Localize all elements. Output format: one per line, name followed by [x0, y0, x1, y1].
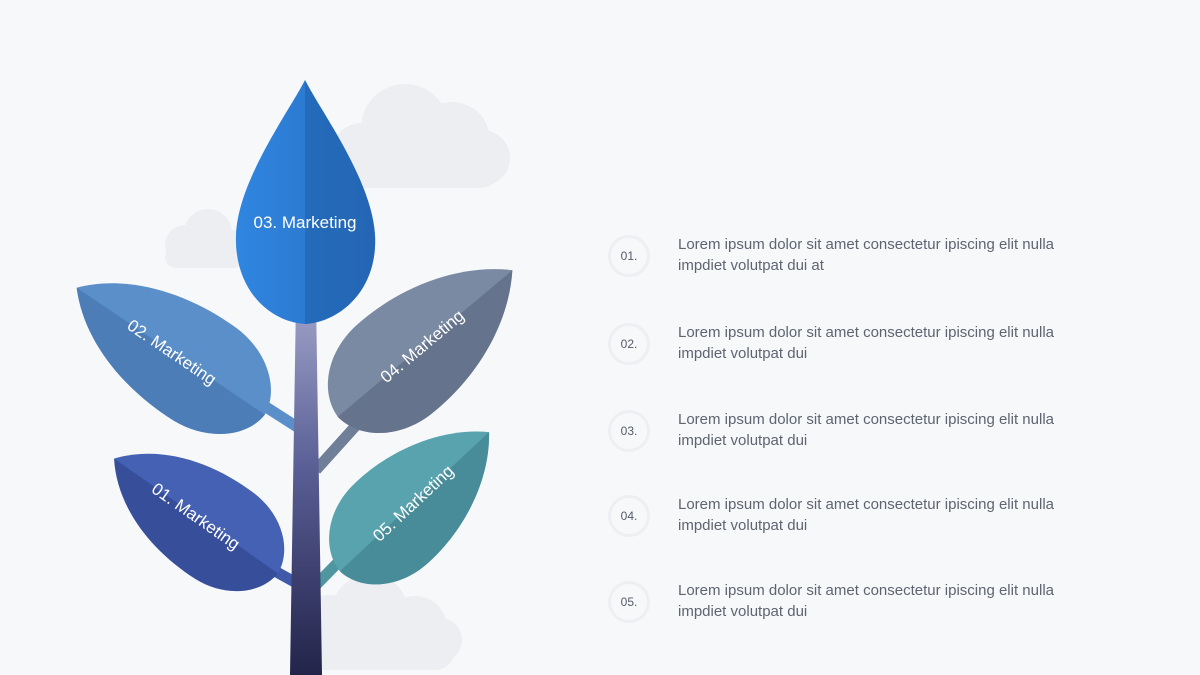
item-number-badge: 01.	[608, 235, 650, 277]
item-description: Lorem ipsum dolor sit amet consectetur i…	[678, 411, 1055, 449]
item-number-badge: 02.	[608, 323, 650, 365]
leaf-05: 05. Marketing	[329, 431, 490, 585]
item-number-badge: 03.	[608, 410, 650, 452]
plant-stem	[290, 300, 322, 675]
item-description: Lorem ipsum dolor sit amet consectetur i…	[678, 236, 1055, 274]
cloud-icon	[330, 84, 510, 188]
list-item: 01. Lorem ipsum dolor sit amet consectet…	[606, 235, 1166, 279]
item-description: Lorem ipsum dolor sit amet consectetur i…	[678, 496, 1055, 534]
leaf-03: 03. Marketing	[235, 80, 376, 324]
item-description: Lorem ipsum dolor sit amet consectetur i…	[678, 582, 1055, 620]
list-item: 03. Lorem ipsum dolor sit amet consectet…	[606, 410, 1166, 454]
leaf-02: 02. Marketing	[76, 283, 271, 435]
leaf-04: 04. Marketing	[327, 269, 513, 433]
list-item: 04. Lorem ipsum dolor sit amet consectet…	[606, 495, 1166, 539]
list-item: 05. Lorem ipsum dolor sit amet consectet…	[606, 581, 1166, 625]
item-number-badge: 04.	[608, 495, 650, 537]
item-description: Lorem ipsum dolor sit amet consectetur i…	[678, 324, 1055, 362]
cloud-icon	[300, 574, 462, 670]
list-item: 02. Lorem ipsum dolor sit amet consectet…	[606, 323, 1166, 367]
leaf-01: 01. Marketing	[114, 453, 285, 592]
leaf-03-label: 03. Marketing	[254, 213, 357, 232]
item-number-badge: 05.	[608, 581, 650, 623]
